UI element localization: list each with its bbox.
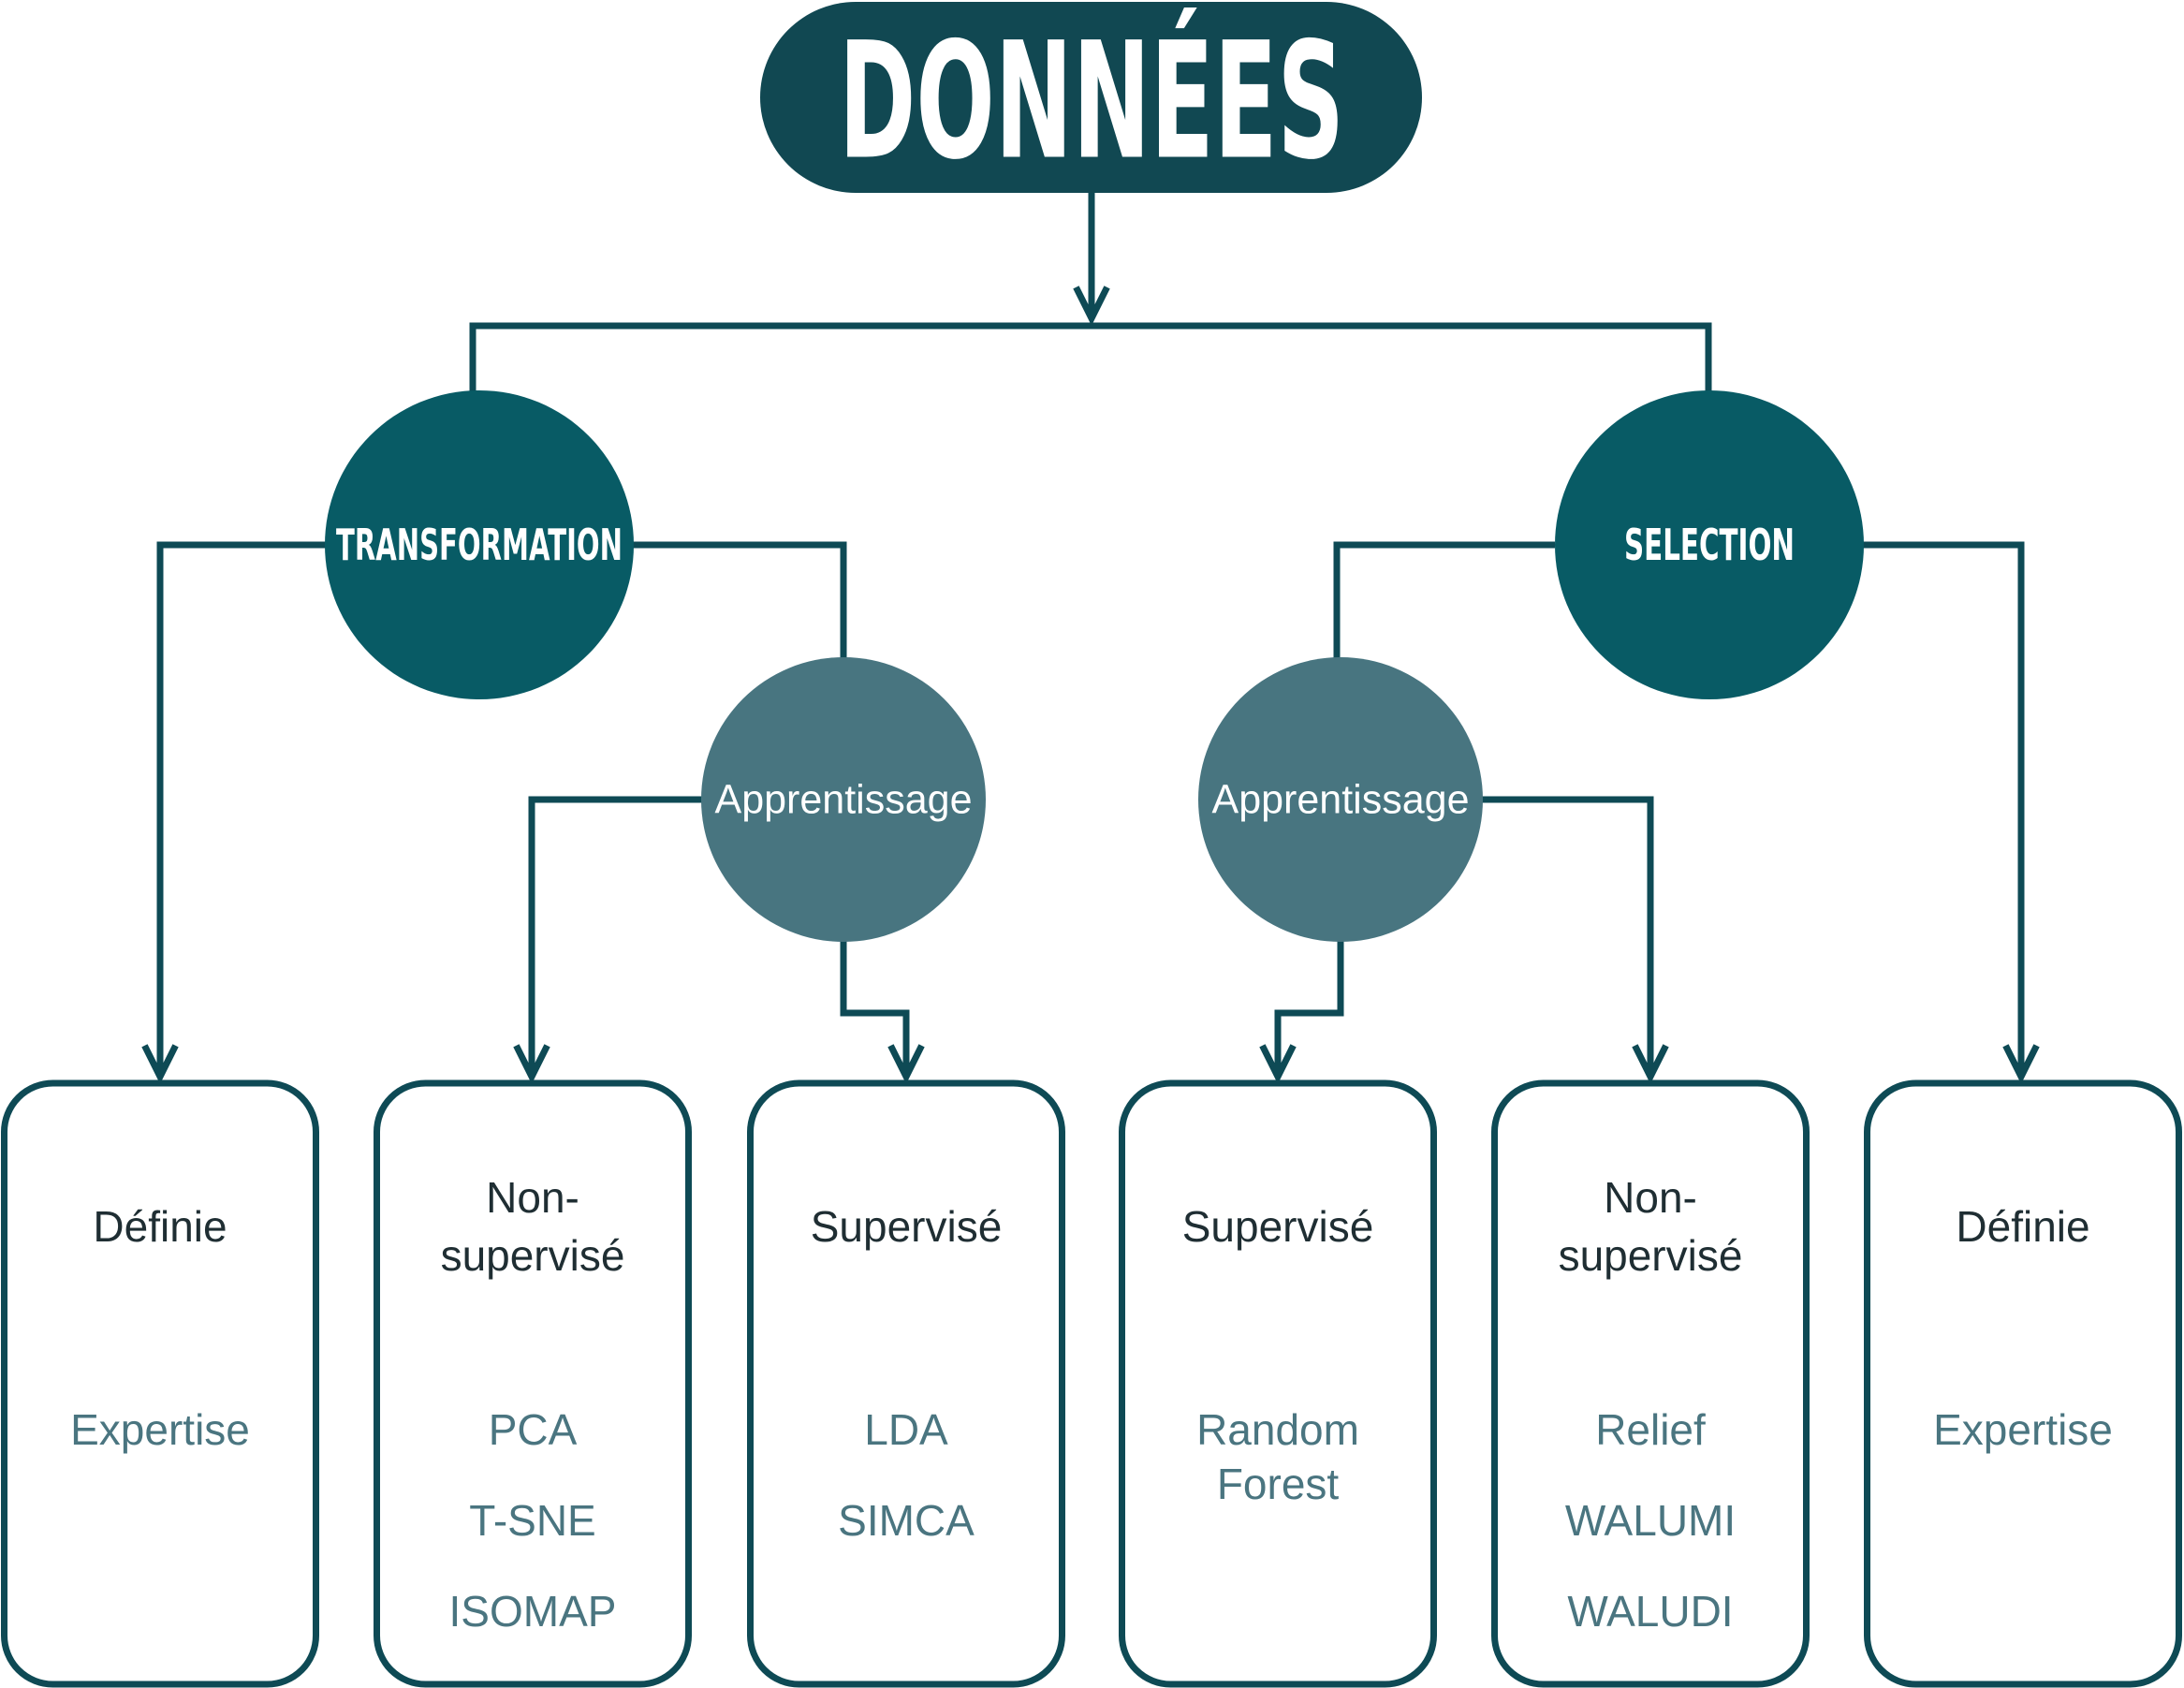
leaf-method: ISOMAP (449, 1587, 617, 1636)
leaf-method: Random (1196, 1405, 1359, 1454)
arrowhead-apprentissage-t-nonsupervise (513, 1044, 550, 1084)
arrowhead-apprentissage-s-supervise (1259, 1044, 1297, 1084)
connector-apprentissage-t-supervise (840, 940, 910, 1077)
leaf-method: PCA (489, 1405, 578, 1454)
arrowhead-transformation-definie (141, 1044, 179, 1084)
leaf-box-frame (374, 1079, 692, 1688)
arrowhead-apprentissage-t-supervise (887, 1044, 925, 1084)
leaf-title: Non- (486, 1173, 579, 1222)
arrowhead-root (1073, 286, 1110, 326)
leaf-method: T-SNE (469, 1496, 595, 1545)
connector-apprentissage-s-nonsupervise (1481, 796, 1654, 1077)
leaf-box-frame (747, 1079, 1065, 1688)
leaf-method: Relief (1595, 1405, 1706, 1454)
connector-top-bar (469, 322, 1712, 391)
leaf-title: Définie (1956, 1202, 2089, 1251)
connector-selection-apprentissage (1333, 541, 1555, 660)
selection-node: SELECTION (1555, 390, 1864, 699)
leaf-title: Supervisé (811, 1202, 1003, 1251)
connector-apprentissage-t-nonsupervise (528, 796, 702, 1077)
leaf-method: Forest (1217, 1460, 1340, 1508)
leaf-box-frame (1, 1079, 319, 1688)
connectors (141, 192, 2040, 1084)
connector-transformation-apprentissage (631, 541, 847, 660)
leaf-box-frame (1491, 1079, 1810, 1688)
leaf-method: Expertise (70, 1405, 250, 1454)
connector-selection-definie (1862, 541, 2025, 1077)
leaf-title: Définie (93, 1202, 227, 1251)
leaf-box-frame (1119, 1079, 1437, 1688)
transformation-label: TRANSFORMATION (336, 520, 623, 570)
leaf-title: supervisé (441, 1231, 625, 1280)
leaf-method: WALUDI (1567, 1587, 1733, 1636)
leaf-method: WALUMI (1565, 1496, 1736, 1545)
leaf-method: Expertise (1933, 1405, 2113, 1454)
selection-label: SELECTION (1624, 520, 1795, 570)
connector-transformation-definie (156, 541, 328, 1077)
apprentissage-selection-label: Apprentissage (1212, 777, 1470, 823)
root-label: DONNÉES (839, 7, 1344, 196)
apprentissage-selection-node: Apprentissage (1198, 657, 1483, 942)
apprentissage-transformation-node: Apprentissage (701, 657, 986, 942)
leaf-method: LDA (864, 1405, 948, 1454)
transformation-node: TRANSFORMATION (325, 390, 634, 699)
root-node: DONNÉES (760, 2, 1422, 196)
arrowhead-apprentissage-s-nonsupervise (1632, 1044, 1669, 1084)
leaf-title: Non- (1604, 1173, 1697, 1222)
leaf-title: supervisé (1559, 1231, 1743, 1280)
arrowhead-selection-definie (2002, 1044, 2040, 1084)
leaf-method: SIMCA (838, 1496, 975, 1545)
apprentissage-transformation-label: Apprentissage (715, 777, 973, 823)
leaf-box-frame (1864, 1079, 2182, 1688)
connector-apprentissage-s-supervise (1274, 940, 1344, 1077)
leaf-title: Supervisé (1182, 1202, 1374, 1251)
